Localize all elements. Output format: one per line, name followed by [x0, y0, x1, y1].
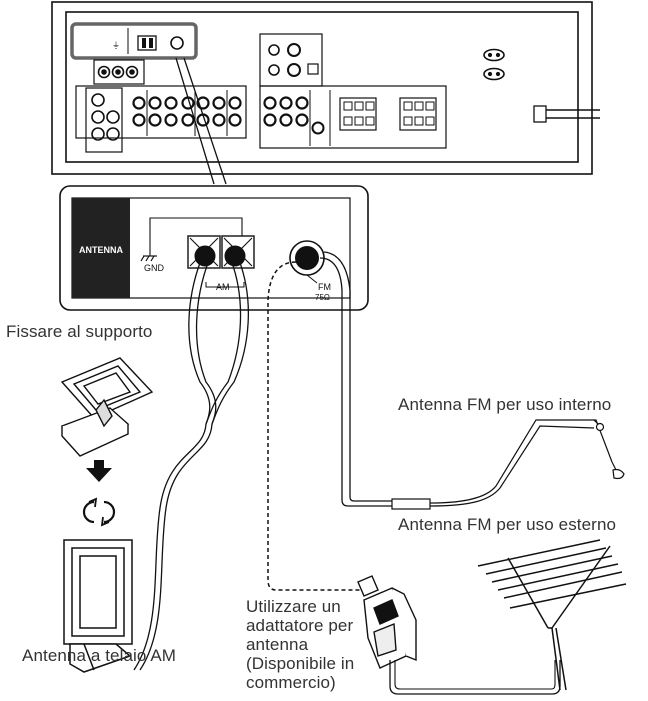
svg-text:⏚: ⏚ — [112, 41, 120, 50]
receiver-rear-panel: ⏚ — [51, 1, 600, 175]
antenna-adapter — [357, 575, 417, 669]
am-terminals — [187, 235, 255, 269]
antenna-header-text: ANTENNA — [79, 245, 123, 255]
am-loop-label: Antenna a telaio AM — [22, 646, 177, 665]
fm-outdoor-label: Antenna FM per uso esterno — [398, 515, 617, 534]
adapter-label-line-4: (Disponibile in — [246, 654, 355, 673]
am-loop-antenna-top — [60, 357, 154, 457]
antenna-panel-detail: ANTENNA GND AM FM 75Ω — [59, 185, 369, 311]
adapter-label-line-1: Utilizzare un — [246, 597, 341, 616]
adapter-cable — [389, 660, 561, 695]
fm-indoor-antenna — [391, 419, 625, 510]
gnd-label: GND — [144, 263, 165, 273]
zoom-callout — [175, 57, 227, 185]
ground-icon — [140, 255, 157, 262]
antenna-terminal-block — [70, 22, 198, 60]
fm-outdoor-wire — [267, 261, 360, 591]
fm-indoor-label: Antenna FM per uso interno — [398, 395, 612, 414]
adapter-label-line-5: commercio) — [246, 673, 336, 692]
fm-indoor-wire — [319, 251, 392, 507]
fm-impedance: 75Ω — [315, 293, 330, 302]
am-loop-antenna-standing — [63, 539, 133, 673]
antenna-header-band — [72, 198, 130, 298]
arrow-down-icon — [86, 460, 112, 482]
fm-label: FM — [318, 282, 331, 292]
fix-to-stand-label: Fissare al supporto — [6, 322, 153, 341]
adapter-label: Utilizzare un adattatore per antenna (Di… — [246, 597, 354, 692]
adapter-label-line-3: antenna — [246, 635, 309, 654]
am-label: AM — [216, 282, 230, 292]
rotate-icon — [82, 497, 116, 527]
adapter-label-line-2: adattatore per — [246, 616, 354, 635]
am-antenna-wire — [133, 259, 250, 671]
fm-outdoor-antenna — [477, 539, 627, 691]
